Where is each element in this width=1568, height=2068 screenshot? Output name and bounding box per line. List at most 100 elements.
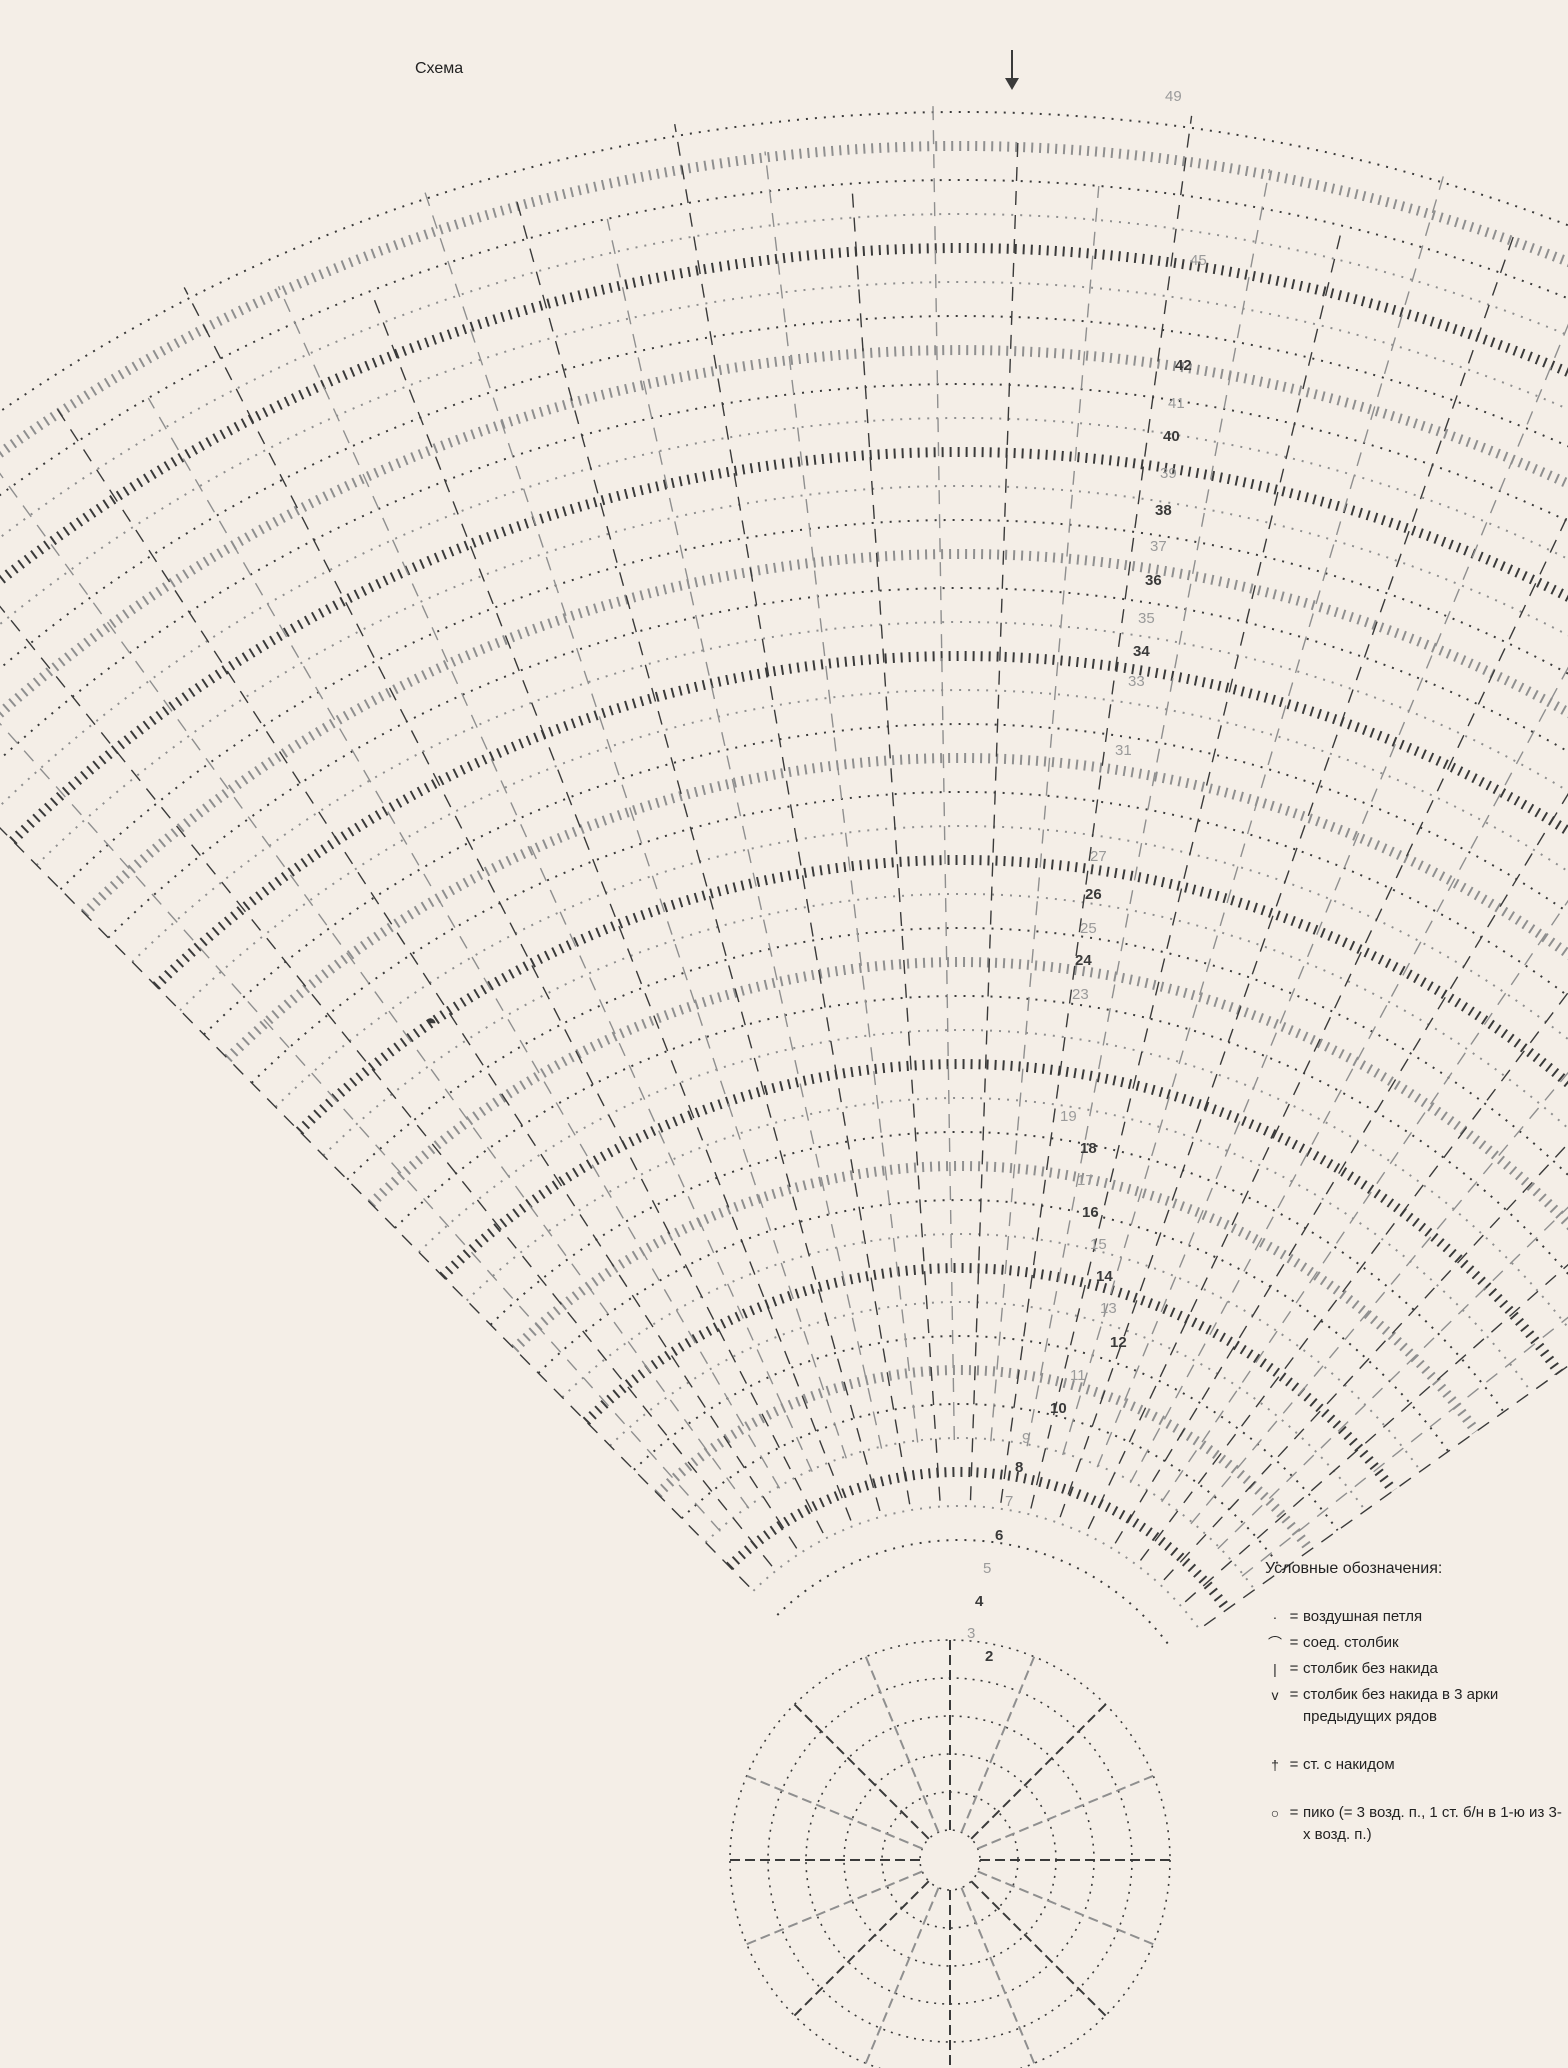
stitch-column [1114,792,1568,1544]
stitch-row [752,1504,1201,1630]
stitch-column [764,151,919,1443]
row-number: 37 [1150,538,1167,555]
row-number: 2 [985,1648,994,1665]
row-number: 3 [967,1625,976,1642]
center-spoke [746,1774,923,1850]
stitch-row [322,893,1568,1157]
row-number: 17 [1077,1172,1094,1189]
stitch-column [1139,991,1568,1561]
stitch-column [0,827,750,1588]
row-number: 38 [1155,502,1172,519]
stitch-column [932,100,955,1441]
row-number: 10 [1050,1400,1067,1417]
row-number: 33 [1128,673,1145,690]
row-number: 23 [1072,986,1089,1003]
stitch-column [1026,168,1271,1447]
stitch-rows [0,111,1568,1650]
row-number: 27 [1090,848,1107,865]
center-spoke [960,1887,1036,2064]
stitch-column [0,722,721,1532]
legend-item-chain: · = воздушная петля [1265,1606,1565,1628]
stitch-column [1129,666,1568,1484]
row-number: 31 [1115,742,1132,759]
row-number: 26 [1085,886,1102,903]
row-number: 13 [1100,1300,1117,1317]
center-spoke [864,1656,940,1833]
stitch-row [654,1365,1315,1554]
stitch-column [1203,1365,1568,1627]
stitch-column [1217,1206,1568,1550]
center-spoke [960,1656,1036,1833]
stitch-column [674,123,911,1505]
row-number: 39 [1160,465,1177,482]
stitch-column [183,287,824,1534]
stitch-column [1184,1263,1568,1603]
stitch-row [418,1029,1568,1330]
stitch-column [422,186,847,1459]
stitch-row [394,995,1568,1276]
row-number: 9 [1022,1430,1031,1447]
stitch-column [515,200,881,1512]
stitch-column [606,218,883,1449]
row-number: 15 [1090,1236,1107,1253]
stitch-row [9,447,1568,845]
row-number: 35 [1138,610,1155,627]
ring-icon: ○ [1270,1805,1280,1821]
stitch-column [1030,225,1344,1509]
legend-item-single-crochet: | = столбик без накида [1265,1658,1565,1680]
center-spoke [864,1887,940,2064]
stitch-column [990,185,1100,1442]
row-number: 14 [1096,1268,1113,1285]
row-number: 18 [1080,1140,1097,1157]
center-spoke [746,1870,923,1946]
stitch-columns [0,100,1568,1627]
stitch-column [277,286,813,1472]
row-number: 4 [975,1593,984,1610]
legend: Условные обозначения: · = воздушная петл… [1265,1560,1565,1850]
row-number: 12 [1110,1334,1127,1351]
row-number: 49 [1165,88,1182,105]
stitch-column [1087,513,1568,1530]
row-number: 41 [1168,395,1185,412]
stitch-column [55,407,798,1549]
stitch-row [609,1300,1367,1512]
row-number: 11 [1070,1367,1086,1384]
row-number: 7 [1005,1493,1014,1510]
vbar-icon: | [1273,1661,1277,1677]
stitch-column [0,472,750,1509]
center-spoke [970,1880,1107,2017]
row-number: 40 [1163,428,1180,445]
stitch-column [1241,1316,1568,1577]
legend-item-double-crochet: † = ст. с накидом [1265,1754,1565,1776]
stitch-row [0,243,1568,587]
stitch-column [1096,323,1568,1468]
stitch-column [1059,234,1515,1518]
v-mark-icon: v [1271,1687,1279,1703]
legend-item-slip-stitch: ⌒ = соед. столбик [1265,1632,1565,1654]
stitch-row [0,416,1568,808]
stitch-column [0,605,773,1567]
stitch-row [704,1436,1256,1591]
stitch-column [147,397,781,1489]
stitch-row [510,1160,1481,1435]
center-spoke [977,1870,1154,1946]
row-number: 25 [1080,920,1097,937]
stitch-row [367,957,1568,1231]
center-spoke [793,1880,930,2017]
legend-title: Условные обозначения: [1265,1560,1443,1577]
row-number: 36 [1145,572,1162,589]
stitch-row [346,926,1568,1181]
legend-item-picot: ○ = пико (= 3 возд. п., 1 ст. б/н в 1-ю … [1265,1802,1565,1846]
stitch-row [489,1131,1505,1413]
stitch-column [1161,899,1568,1503]
center-spoke [970,1703,1107,1840]
arc-icon: ⌒ [1268,1635,1282,1651]
stitch-column [1000,115,1193,1503]
legend-item-sc-into-3-arches: v = столбик без накида в 3 арки предыдущ… [1265,1684,1565,1728]
center-motif [729,1639,1171,2068]
row-number: 8 [1015,1459,1024,1476]
row-number: 24 [1075,952,1092,969]
stitch-row [561,1233,1422,1472]
stitch-row [465,1097,1533,1393]
